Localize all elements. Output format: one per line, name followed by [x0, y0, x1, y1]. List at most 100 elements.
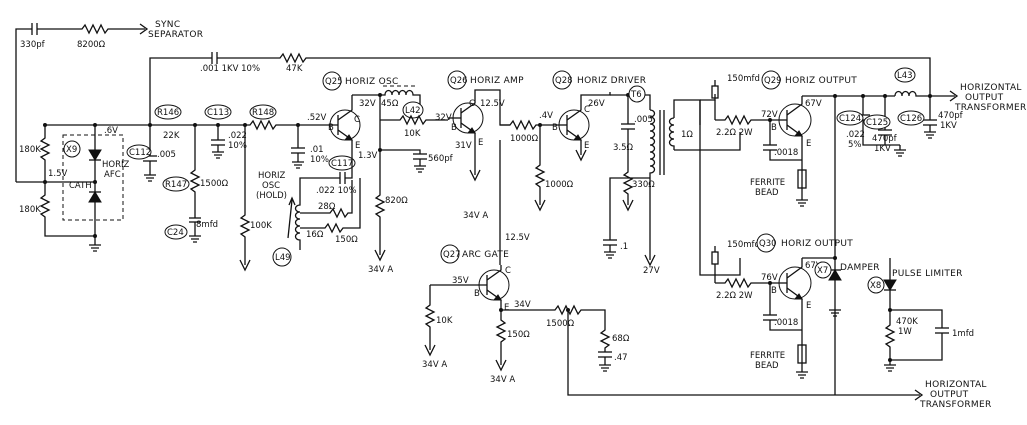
q30-transistor	[763, 257, 835, 379]
r-180k-top-label: 180K	[19, 145, 41, 155]
v-32a-label: 32V	[359, 99, 376, 109]
svg-text:C113: C113	[207, 108, 229, 118]
q29-b-label: B	[771, 123, 777, 133]
hot-top-label: HORIZONTAL OUTPUT TRANSFORMER	[954, 83, 1026, 113]
svg-text:Q29: Q29	[764, 76, 782, 86]
feedback-line-47k	[149, 52, 931, 125]
hold-line2: OSC	[262, 181, 280, 191]
svg-text:OUTPUT: OUTPUT	[965, 93, 1004, 103]
horiz-output-2-title: HORIZ OUTPUT	[781, 239, 853, 249]
horiz-output-1-title: HORIZ OUTPUT	[785, 76, 857, 86]
c-470pf-b-line1: 470pf	[938, 111, 964, 121]
l49-hold-coil	[287, 178, 361, 250]
v-34a2-label: 34V A	[463, 211, 488, 221]
svg-text:R147: R147	[165, 180, 187, 190]
q27-c-label: C	[505, 266, 511, 276]
r-1000b-resistor	[534, 123, 546, 212]
r-22k-label: 22K	[163, 131, 180, 141]
q26-e-label: E	[478, 138, 483, 148]
c-560pf-label: 560pf	[428, 154, 454, 164]
sync-feedback-line	[15, 23, 149, 183]
c-022c-line1: .022	[846, 130, 865, 140]
v-67b-label: 67V	[805, 261, 822, 271]
q28-c-label: C	[584, 105, 590, 115]
r-8200-label: 8200Ω	[77, 40, 106, 50]
r-100k-label: 100K	[250, 221, 272, 231]
pulse-limiter-label: PULSE LIMITER	[892, 269, 963, 279]
svg-text:X8: X8	[870, 281, 881, 291]
svg-text:X7: X7	[817, 266, 828, 276]
sync-separator-line1: SYNC	[155, 20, 180, 30]
svg-text:Q25: Q25	[325, 77, 343, 87]
horiz-afc-line1: HORIZ	[102, 160, 129, 170]
sync-separator-label: SYNC SEPARATOR	[148, 20, 203, 40]
c-005a-label: .005	[157, 150, 176, 160]
fb2-line2: BEAD	[755, 361, 779, 371]
hold-line1: HORIZ	[258, 171, 285, 181]
r-10ka-label: 10K	[404, 129, 421, 139]
q28-b-label: B	[552, 123, 558, 133]
afc-section	[39, 123, 240, 252]
q29-e-label: E	[806, 139, 811, 149]
r-1000a-resistor	[500, 119, 560, 131]
q26-transistor	[448, 89, 510, 182]
r-10ka-resistor	[380, 114, 448, 126]
svg-text:L42: L42	[405, 106, 421, 116]
c-0018b-label: .0018	[774, 318, 798, 328]
v-34a3-label: 34V A	[422, 360, 447, 370]
r-45-label: 45Ω	[381, 99, 399, 109]
r-1000b-label: 1000Ω	[545, 180, 574, 190]
c-8mfd-label: 8mfd	[196, 220, 218, 230]
r-820-label: 820Ω	[385, 196, 408, 206]
t6-badge: T6	[628, 85, 646, 103]
horiz-osc-title: HORIZ OSC	[345, 77, 399, 87]
r148-resistor	[239, 119, 310, 272]
c-470pf-a-line1: 470pf	[872, 134, 898, 144]
output-bus	[828, 94, 906, 317]
q30-e-label: E	[806, 301, 811, 311]
l43-badge: L43	[894, 67, 916, 83]
r-330-label: 330Ω	[632, 180, 655, 190]
v-35-label: 35V	[452, 276, 469, 286]
svg-text:TRANSFORMER: TRANSFORMER	[919, 400, 992, 410]
c-470pf-b-line2: 1KV	[940, 121, 957, 131]
svg-text:C117: C117	[331, 159, 353, 169]
c-022a-line2: 10%	[228, 141, 247, 151]
c-1-label: .1	[620, 242, 628, 252]
r-150b-label: 150Ω	[507, 330, 530, 340]
svg-text:Q26: Q26	[450, 76, 468, 86]
svg-text:C124: C124	[839, 114, 861, 124]
q25-b-label: B	[328, 123, 334, 133]
r-150a-label: 150Ω	[335, 235, 358, 245]
v-32b-label: 32V	[435, 113, 452, 123]
c-001-label: .001 1KV 10%	[200, 64, 260, 74]
c-005b-label: .005	[634, 115, 653, 125]
v-76-label: 76V	[761, 273, 778, 283]
svg-text:Q27: Q27	[443, 250, 461, 260]
svg-text:OUTPUT: OUTPUT	[930, 390, 969, 400]
r-470k-line1: 470K	[896, 317, 918, 327]
r-1-label: 1Ω	[681, 130, 693, 140]
r-1000a-label: 1000Ω	[510, 134, 539, 144]
r-3-5-label: 3.5Ω	[613, 143, 634, 153]
v-12-5b-label: 12.5V	[505, 233, 530, 243]
q27-transistor	[424, 140, 924, 401]
horiz-driver-title: HORIZ DRIVER	[577, 76, 646, 86]
x8-badge: X8	[867, 276, 885, 294]
svg-text:Q30: Q30	[759, 239, 777, 249]
v-34-label: 34V	[514, 300, 531, 310]
svg-text:L43: L43	[897, 71, 913, 81]
c117-capacitor	[299, 150, 353, 200]
sync-separator-line2: SEPARATOR	[148, 30, 203, 40]
v-52-label: .52V	[307, 113, 327, 123]
svg-text:C125: C125	[866, 118, 888, 128]
c112-badge: C112	[126, 144, 152, 160]
svg-text:L49: L49	[275, 253, 291, 263]
l42-coil	[374, 85, 421, 262]
r-470k-line2: 1W	[898, 327, 912, 337]
c-1mfd-label: 1mfd	[952, 329, 974, 339]
x7-badge: X7	[814, 261, 832, 279]
r148-badge: R148	[249, 104, 277, 120]
svg-text:T6: T6	[630, 90, 642, 100]
